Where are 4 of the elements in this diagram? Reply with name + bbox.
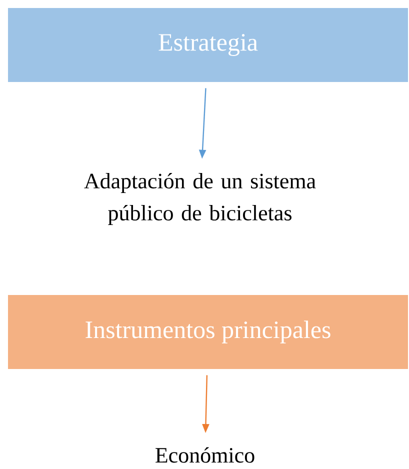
text-label: Económico bbox=[156, 447, 254, 463]
text-label: Adaptación de un sistema público de bicicletas bbox=[84, 173, 316, 225]
heading-box: Estrategia bbox=[8, 8, 408, 82]
heading-box: Instrumentos principales bbox=[8, 295, 408, 369]
